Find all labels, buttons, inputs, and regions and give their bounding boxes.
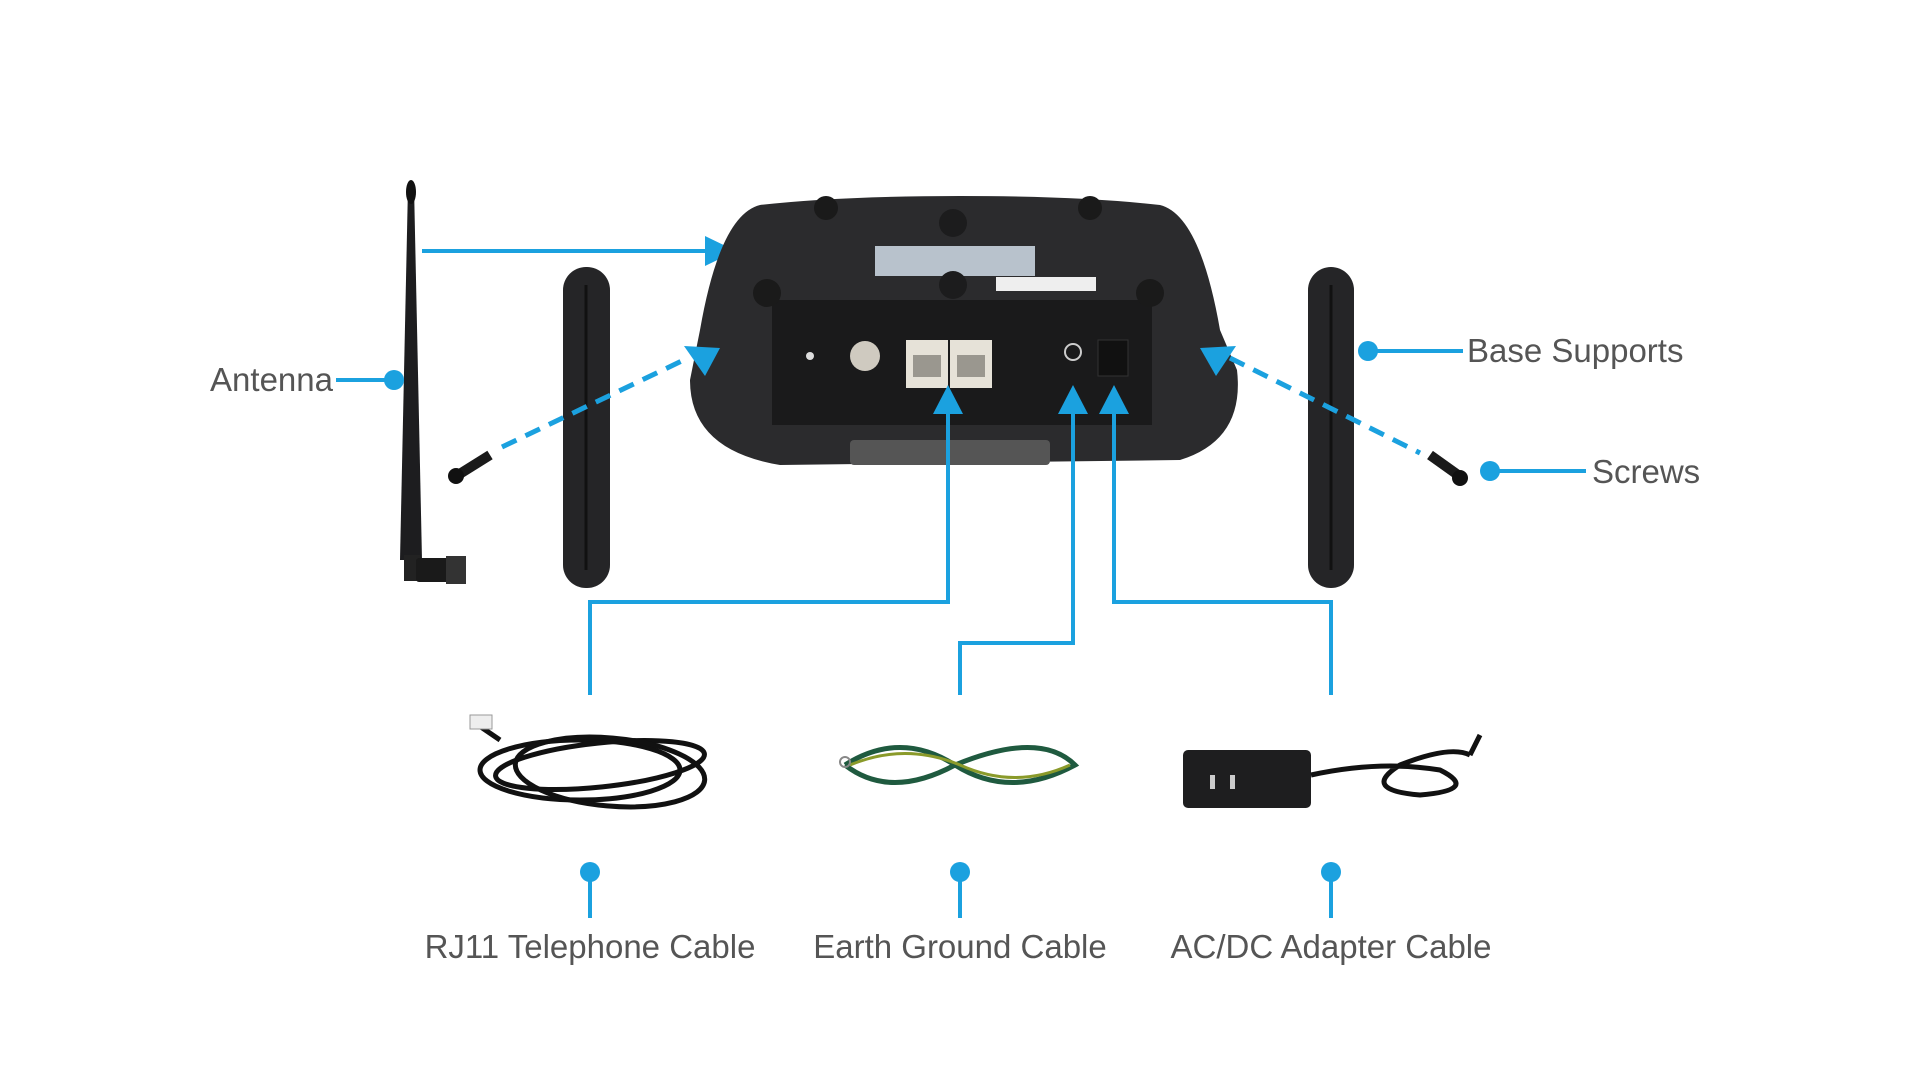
- rj11-label: RJ11 Telephone Cable: [425, 928, 756, 965]
- screw-right-arrow-head: [1200, 346, 1236, 376]
- base-support-right: [1308, 267, 1354, 588]
- rj11-arrow-head: [933, 385, 963, 414]
- adapter-callout: AC/DC Adapter Cable: [1171, 862, 1492, 965]
- rj11-cable-image: [469, 714, 708, 810]
- device-image: [690, 196, 1238, 465]
- screw-right-dashed-line: [1228, 355, 1422, 456]
- earth-label: Earth Ground Cable: [813, 928, 1107, 965]
- earth-callout: Earth Ground Cable: [813, 862, 1107, 965]
- adapter-cable-image: [1183, 733, 1483, 808]
- screw-left-arrow-head: [684, 346, 720, 376]
- rj11-connector-line: [588, 410, 950, 695]
- earth-connector-line: [958, 410, 1075, 695]
- rj11-callout: RJ11 Telephone Cable: [425, 862, 756, 965]
- base-supports-label: Base Supports: [1467, 332, 1683, 369]
- antenna-image: [400, 180, 466, 584]
- adapter-arrow-head: [1099, 385, 1129, 414]
- earth-arrow-head: [1058, 385, 1088, 414]
- antenna-dot: [384, 370, 404, 390]
- antenna-arrow-head: [705, 236, 736, 266]
- screw-left: [448, 450, 493, 484]
- base-support-left: [563, 267, 610, 588]
- screw-right: [1427, 450, 1468, 486]
- screws-label: Screws: [1592, 453, 1700, 490]
- adapter-connector-line: [1112, 410, 1333, 695]
- screw-left-dashed-line: [500, 355, 690, 450]
- earth-ground-cable-image: [839, 745, 1080, 785]
- adapter-label: AC/DC Adapter Cable: [1171, 928, 1492, 965]
- antenna-label: Antenna: [210, 361, 334, 398]
